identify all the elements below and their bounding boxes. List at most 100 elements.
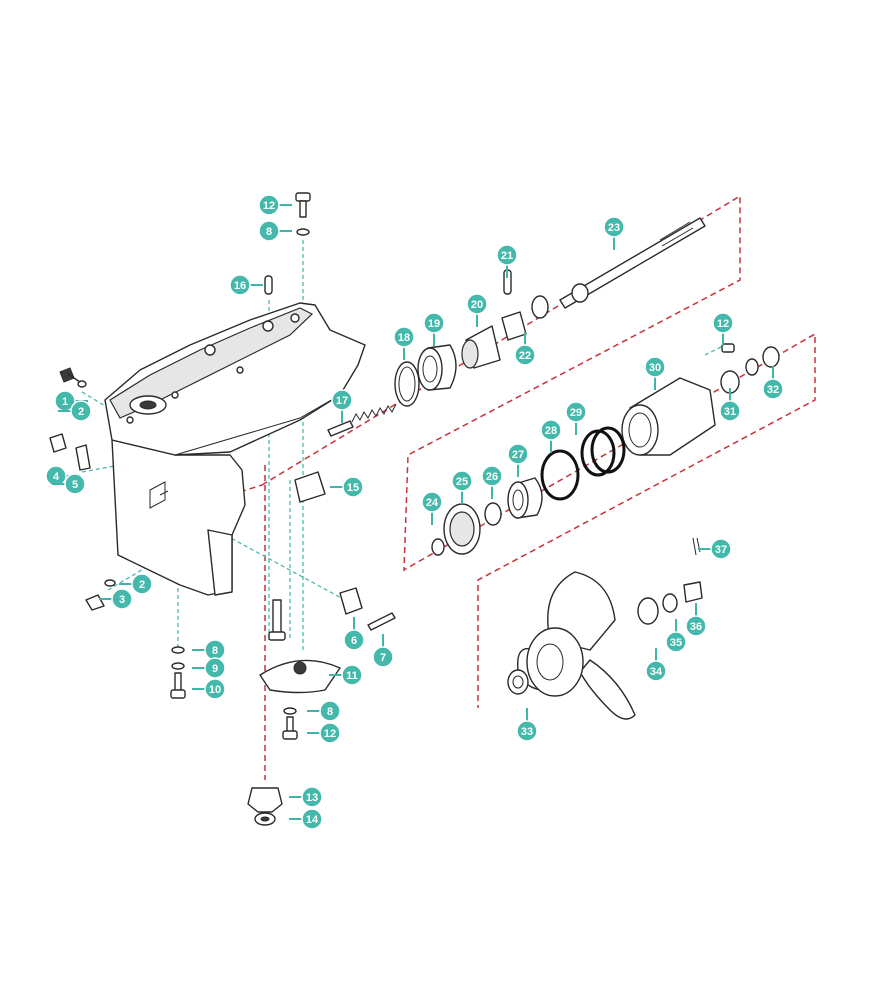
callout-badge xyxy=(301,786,323,808)
callout-badge xyxy=(712,312,734,334)
callout-label: 28 xyxy=(545,425,557,437)
o-ring-29b xyxy=(590,426,626,474)
gear-25-teeth xyxy=(449,511,475,547)
callout-label: 12 xyxy=(324,728,336,740)
callout-label: 1 xyxy=(62,396,68,408)
propeller-blade-right xyxy=(579,659,636,720)
callout-label: 33 xyxy=(521,726,533,738)
callout-badge xyxy=(258,194,280,216)
plunger-17 xyxy=(327,420,354,437)
callout-badge xyxy=(507,443,529,465)
shift-parts xyxy=(294,403,397,631)
callout-badge xyxy=(540,419,562,441)
callout-12: 12 xyxy=(258,194,292,216)
driveshaft-group xyxy=(394,217,706,407)
callout-label: 7 xyxy=(380,652,386,664)
callout-24: 24 xyxy=(421,491,443,525)
callout-label: 35 xyxy=(670,637,682,649)
plate-5 xyxy=(75,444,91,471)
callout-badge xyxy=(70,400,92,422)
trim-tab-hub xyxy=(293,661,307,675)
callout-36: 36 xyxy=(685,603,707,637)
housing-hole-2 xyxy=(171,391,179,399)
callout-label: 12 xyxy=(717,318,729,330)
callout-label: 9 xyxy=(212,663,218,675)
housing-hole-3 xyxy=(236,366,244,374)
callout-badge xyxy=(762,378,784,400)
callout-label: 8 xyxy=(212,645,218,657)
callout-badge xyxy=(393,326,415,348)
callout-label: 4 xyxy=(53,471,60,483)
driveshaft-group-box xyxy=(261,194,816,708)
clutch-22 xyxy=(501,311,527,341)
callout-badge xyxy=(111,588,133,610)
callout-18: 18 xyxy=(393,326,415,360)
callout-badge xyxy=(466,293,488,315)
thrust-washer-33 xyxy=(507,669,529,695)
callout-badge xyxy=(719,400,741,422)
callout-badge xyxy=(319,700,341,722)
top-bolt-parts xyxy=(264,192,311,295)
callout-13: 13 xyxy=(289,786,323,808)
bolt-1 xyxy=(59,367,75,383)
propeller-hub-bore xyxy=(536,643,564,681)
callout-label: 13 xyxy=(306,792,318,804)
bolt-1-shank xyxy=(67,373,81,383)
callout-label: 14 xyxy=(306,814,319,826)
callout-12: 12 xyxy=(307,722,341,744)
callout-29: 29 xyxy=(565,401,587,435)
bearing-housing-face xyxy=(621,404,659,456)
callout-label: 6 xyxy=(351,635,357,647)
bolt-12-lower-head xyxy=(282,730,298,740)
callout-14: 14 xyxy=(289,808,323,830)
guide-anode-6 xyxy=(169,504,346,601)
callout-label: 26 xyxy=(486,471,498,483)
housing-vent-2 xyxy=(159,490,169,496)
washer-8-top xyxy=(296,228,310,236)
bearing-27-bore xyxy=(512,489,524,511)
callout-badge xyxy=(603,216,625,238)
callout-badge xyxy=(204,678,226,700)
housing-upper-deck xyxy=(104,302,366,456)
housing-hole-1 xyxy=(126,416,134,424)
callout-27: 27 xyxy=(507,443,529,477)
callout-31: 31 xyxy=(719,388,741,422)
shim-18-inner xyxy=(398,366,416,402)
guide-bottom-bolt xyxy=(107,564,151,591)
callout-label: 29 xyxy=(570,407,582,419)
callout-32: 32 xyxy=(762,366,784,400)
callout-28: 28 xyxy=(540,419,562,453)
propshaft-group xyxy=(431,343,780,556)
bolt-long-shank xyxy=(272,599,282,636)
callout-label: 3 xyxy=(119,594,125,606)
propeller-hub xyxy=(526,627,584,697)
callout-badge xyxy=(481,465,503,487)
callout-badge xyxy=(45,465,67,487)
callout-label: 5 xyxy=(72,479,78,491)
callout-30: 30 xyxy=(644,356,666,390)
callout-badge xyxy=(565,401,587,423)
callout-10: 10 xyxy=(192,678,226,700)
callout-label: 10 xyxy=(209,684,221,696)
washer-35 xyxy=(662,593,678,613)
housing-skeg xyxy=(207,529,233,596)
washer-8-left xyxy=(171,646,185,654)
washer-2-top xyxy=(77,380,87,388)
screw-12-right xyxy=(721,343,735,353)
callout-badge xyxy=(131,573,153,595)
screw-7 xyxy=(367,612,396,631)
shim-26 xyxy=(484,502,502,526)
anode-6 xyxy=(339,587,363,615)
callout-8: 8 xyxy=(258,220,292,242)
callout-19: 19 xyxy=(423,312,445,346)
callout-badge xyxy=(229,274,251,296)
callout-23: 23 xyxy=(603,216,625,250)
callout-9: 9 xyxy=(192,657,226,679)
bearing-19-face xyxy=(417,347,443,391)
callout-label: 16 xyxy=(234,280,246,292)
housing-stud-1 xyxy=(204,344,216,356)
housing-port-1 xyxy=(139,400,157,410)
guide-screw-12 xyxy=(704,344,726,356)
callout-label: 22 xyxy=(519,350,531,362)
